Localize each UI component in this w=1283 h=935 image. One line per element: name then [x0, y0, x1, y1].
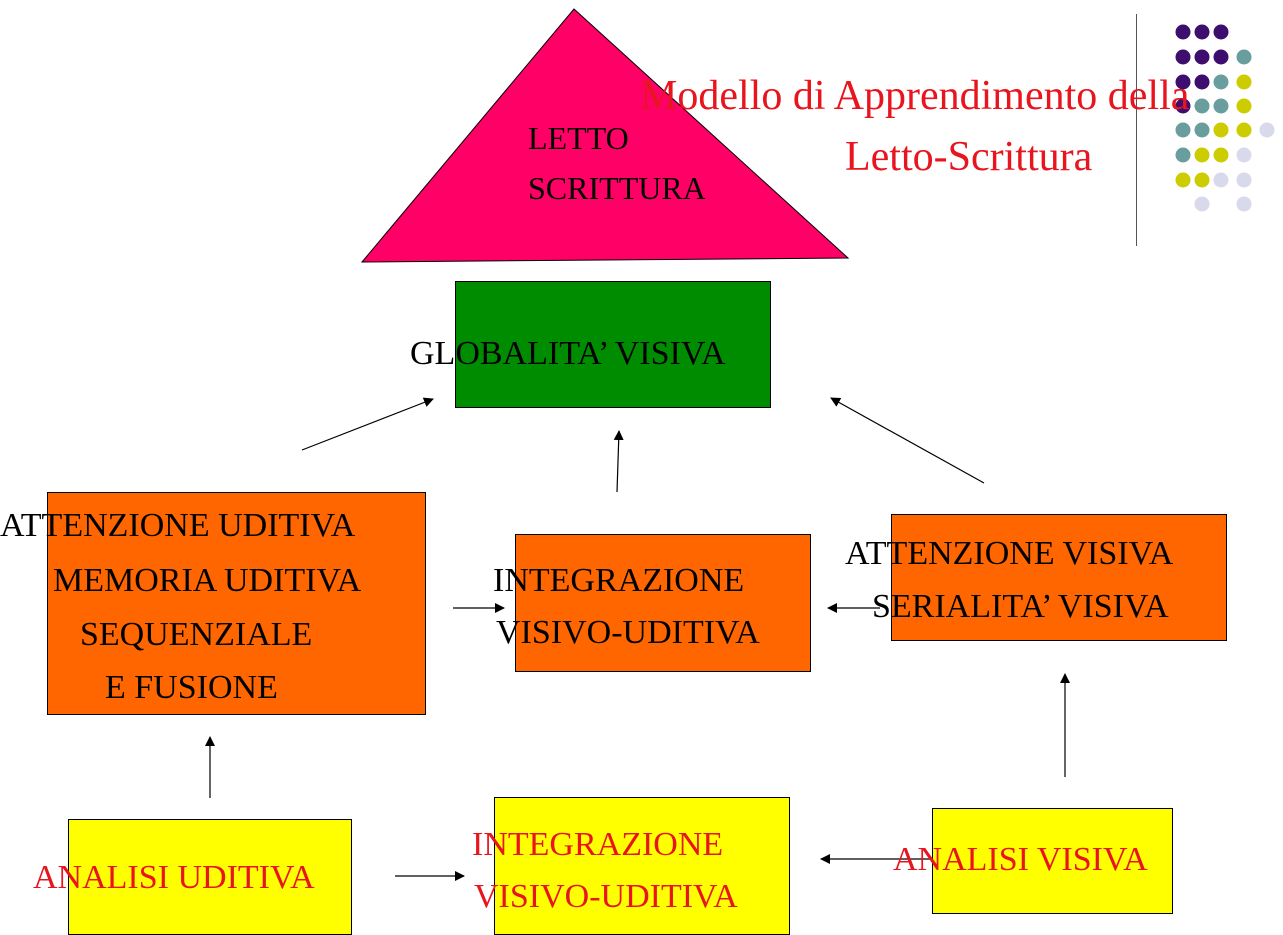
dot	[1213, 147, 1229, 163]
dot	[1236, 98, 1252, 114]
integration-bottom-box	[494, 797, 790, 935]
dot	[1175, 49, 1191, 65]
dot	[1175, 24, 1191, 40]
dot	[1194, 24, 1210, 40]
dot	[1194, 49, 1210, 65]
dot	[1175, 147, 1191, 163]
dot	[1236, 49, 1252, 65]
dot	[1194, 74, 1210, 90]
auditory-attention-line4: E FUSIONE	[105, 669, 278, 706]
integration-mid-line1: INTEGRAZIONE	[493, 562, 745, 599]
integration-bottom-line1: INTEGRAZIONE	[472, 826, 724, 863]
visual-attention-box	[891, 514, 1227, 641]
dot	[1236, 196, 1252, 212]
dot	[1236, 74, 1252, 90]
dots-svg	[1175, 24, 1275, 212]
dot	[1213, 98, 1229, 114]
dot	[1236, 122, 1252, 138]
dot	[1194, 172, 1210, 188]
auditory-analysis-box	[68, 819, 352, 935]
slide-title-line1: Modello di Apprendimento della	[640, 73, 1190, 119]
global-visual-label: GLOBALITA’ VISIVA	[410, 335, 726, 372]
auditory-attention-line2: MEMORIA UDITIVA	[53, 562, 362, 599]
decorative-dots	[1150, 0, 1283, 230]
dot	[1175, 172, 1191, 188]
arrow-integration-to-global	[613, 430, 624, 493]
dot	[1259, 122, 1275, 138]
arrow-auditory-to-global	[301, 397, 434, 451]
apex-label-line2: SCRITTURA	[528, 170, 706, 206]
visual-analysis-label: ANALISI VISIVA	[893, 841, 1148, 878]
dot	[1194, 98, 1210, 114]
integration-mid-line2: VISIVO-UDITIVA	[496, 614, 760, 651]
global-visual-box	[455, 281, 771, 408]
dot	[1213, 74, 1229, 90]
dot	[1194, 196, 1210, 212]
auditory-attention-line1: ATTENZIONE UDITIVA	[0, 507, 356, 544]
visual-attention-line2: SERIALITA’ VISIVA	[872, 588, 1169, 625]
slide-title-line2: Letto-Scrittura	[845, 134, 1093, 180]
dot	[1236, 147, 1252, 163]
apex-label-line1: LETTO	[528, 120, 629, 156]
dot	[1175, 122, 1191, 138]
header-divider	[1136, 14, 1137, 246]
auditory-analysis-label: ANALISI UDITIVA	[33, 859, 315, 896]
dot	[1213, 49, 1229, 65]
dot	[1194, 147, 1210, 163]
dot	[1175, 98, 1191, 114]
dot	[1213, 172, 1229, 188]
dot	[1213, 122, 1229, 138]
visual-analysis-box	[932, 808, 1173, 914]
auditory-attention-line3: SEQUENZIALE	[80, 616, 313, 653]
dot	[1213, 24, 1229, 40]
integration-mid-box	[515, 534, 811, 672]
dot	[1194, 122, 1210, 138]
dot	[1175, 74, 1191, 90]
apex-triangle	[360, 8, 850, 263]
arrow-visual-to-global	[830, 397, 985, 484]
visual-attention-line1: ATTENZIONE VISIVA	[845, 535, 1174, 572]
dot	[1236, 172, 1252, 188]
auditory-attention-box	[47, 492, 426, 715]
integration-bottom-line2: VISIVO-UDITIVA	[474, 878, 738, 915]
